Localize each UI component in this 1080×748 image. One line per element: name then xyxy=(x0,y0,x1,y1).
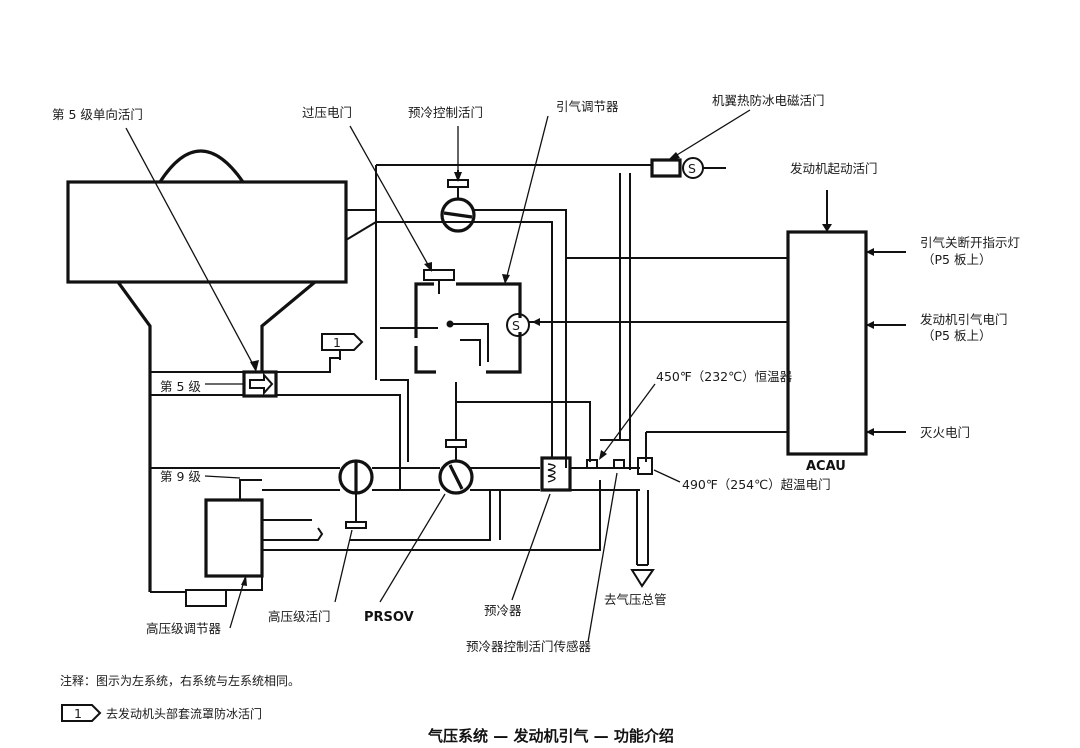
label-prsov: PRSOV xyxy=(364,610,414,625)
label-engine-bleed-switch-2: （P5 板上） xyxy=(922,328,991,343)
note-flag-1: 1 xyxy=(74,706,82,721)
label-hp-valve: 高压级活门 xyxy=(268,609,331,624)
regulator-s-symbol: S xyxy=(512,318,520,333)
overpressure-switch xyxy=(423,269,455,294)
engine-ducts xyxy=(150,209,401,578)
label-stage9: 第 9 级 xyxy=(160,469,201,484)
label-precooler-control-valve: 预冷控制活门 xyxy=(408,105,483,120)
control-lines xyxy=(375,164,788,470)
wing-anti-ice-solenoid: S xyxy=(650,157,726,179)
stage5-check-valve xyxy=(242,370,278,398)
flag-1-text: 1 xyxy=(333,335,341,350)
label-stage5-check-valve: 第 5 级单向活门 xyxy=(52,107,143,122)
label-engine-start-valve: 发动机起动活门 xyxy=(790,161,878,176)
label-engine-bleed-switch-1: 发动机引气电门 xyxy=(920,312,1008,327)
thermostat-sensors xyxy=(586,457,653,475)
engine-outline xyxy=(66,149,348,607)
notes: 注释：图示为左系统，右系统与左系统相同。 1 去发动机头部套流罩防冰活门 xyxy=(60,673,300,722)
label-hp-regulator: 高压级调节器 xyxy=(146,621,222,636)
label-precooler-sensor: 预冷器控制活门传感器 xyxy=(466,639,592,654)
label-overpressure-valve: 过压电门 xyxy=(302,105,352,120)
bleed-regulator: S xyxy=(414,282,540,374)
leader-lines xyxy=(125,109,751,643)
prsov-valve xyxy=(438,439,474,495)
label-bleed-off-light-1: 引气关断开指示灯 xyxy=(920,235,1020,250)
label-bleed-off-light-2: （P5 板上） xyxy=(922,252,991,267)
label-thermostat-450: 450℉（232℃）恒温器 xyxy=(656,369,793,384)
label-precooler: 预冷器 xyxy=(484,603,522,618)
page-title: 气压系统 — 发动机引气 — 功能介绍 xyxy=(427,727,674,745)
hp-valve xyxy=(338,459,374,529)
precooler-box xyxy=(540,456,572,492)
solenoid-s-symbol: S xyxy=(688,161,696,176)
label-to-manifold: 去气压总管 xyxy=(604,592,667,607)
note-cowl-anti-ice: 去发动机头部套流罩防冰活门 xyxy=(106,706,262,721)
label-overtemp-490: 490℉（254℃）超温电门 xyxy=(682,477,831,492)
acau-box: ACAU xyxy=(786,190,906,474)
note-left-system: 注释：图示为左系统，右系统与左系统相同。 xyxy=(60,673,300,688)
main-bleed-line xyxy=(262,467,655,588)
label-bleed-regulator: 引气调节器 xyxy=(556,99,619,114)
acau-label: ACAU xyxy=(806,459,846,474)
flag-1-marker: 1 xyxy=(321,333,364,360)
diagram-labels: 第 5 级单向活门 过压电门 预冷控制活门 引气调节器 机翼热防冰电磁活门 发动… xyxy=(52,93,1020,654)
label-wing-anti-ice-solenoid: 机翼热防冰电磁活门 xyxy=(712,93,825,108)
label-fire-switch: 灭火电门 xyxy=(920,425,970,440)
label-stage5: 第 5 级 xyxy=(160,379,201,394)
